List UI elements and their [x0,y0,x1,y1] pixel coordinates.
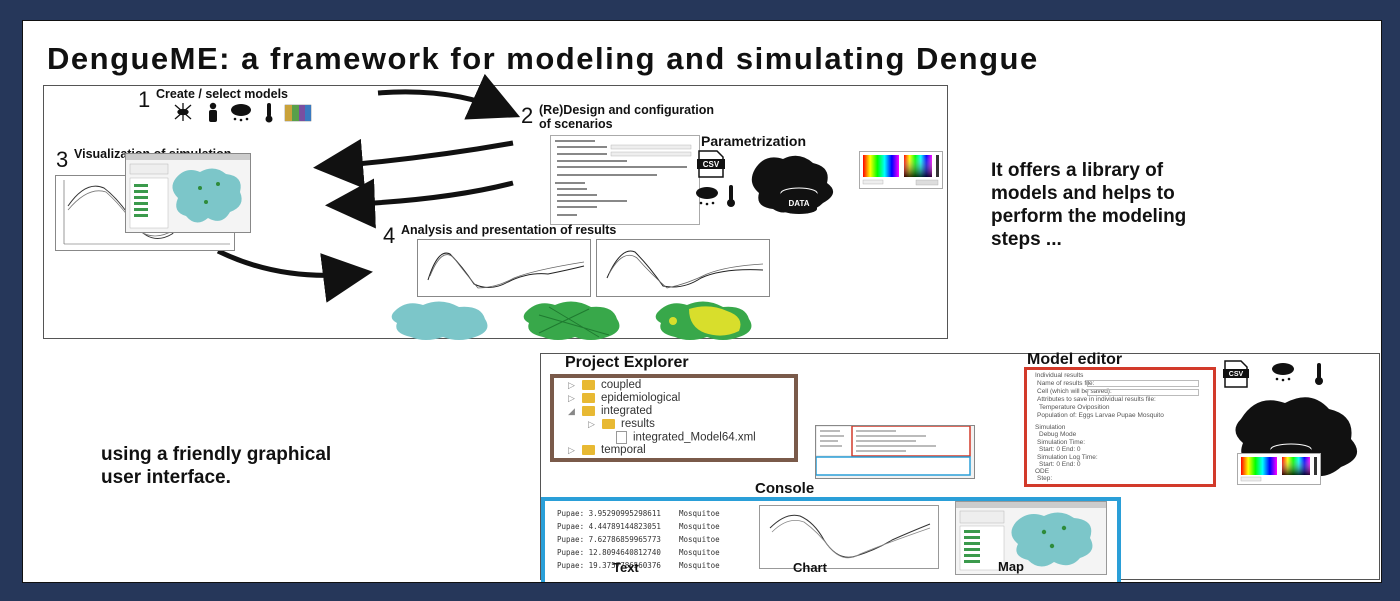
editor-field[interactable]: Step: [1037,475,1053,482]
step-1-number: 1 [138,87,151,112]
console-chart [759,505,939,569]
tree-item-coupled[interactable]: ▷coupled [568,379,642,391]
editor-field[interactable]: Debug Mode [1039,431,1077,438]
editor-field[interactable]: Population of: Eggs Larvae Pupae Mosquit… [1037,412,1164,419]
editor-field: Name of results file: [1037,380,1095,387]
console-line: Pupae: 4.44789144823051 [557,522,661,531]
folder-icon [582,379,595,390]
editor-field: ODE [1035,468,1050,475]
color-palette-widget [859,151,943,189]
console-title: Console [755,480,815,497]
csv-file-icon: CSV [1223,360,1249,388]
result-map-green [523,301,620,340]
editor-field: Individual results [1035,372,1084,379]
cell-input[interactable] [1087,389,1199,396]
app-window-thumbnail [815,425,975,479]
person-icon [209,102,217,122]
console-panel: Pupae: 3.95290995298611 Mosquitoe Pupae:… [541,497,1121,582]
editor-field[interactable]: Temperature Oviposition [1039,404,1110,411]
description-top: It offers a library of models and helps … [991,160,1187,250]
slide: DengueME: a framework for modeling and s… [22,20,1382,583]
step-1-label: Create / select models [156,87,289,101]
console-line-value: Mosquitoe [679,509,720,518]
console-line-value: Mosquitoe [679,535,720,544]
scenario-config-form-thumbnail [550,135,700,225]
console-map-window [955,501,1107,575]
arrow-3-to-4 [216,248,373,303]
step-4-label: Analysis and presentation of results [401,223,617,237]
thermometer-icon [1315,363,1323,385]
arrow-1-to-2 [377,73,521,120]
folder-icon [582,392,595,403]
mosquito-icon [174,103,192,121]
editor-field[interactable]: Start: 0 End: 0 [1039,446,1081,453]
cloud-rain-icon [696,187,718,206]
parametrization-label: Parametrization [701,133,807,149]
model-editor-title: Model editor [1027,351,1123,368]
project-explorer-title: Project Explorer [565,354,689,371]
results-file-input[interactable] [1087,380,1199,387]
step-2-number: 2 [521,103,534,128]
console-line-value: Mosquitoe [679,561,720,570]
console-line: Pupae: 12.8094640812740 [557,548,661,557]
result-map-cyan [391,301,488,340]
tree-item-results[interactable]: ▷results [588,418,655,430]
data-sources-icons: CSV DATA [696,150,834,214]
folder-icon [582,444,595,455]
editor-field: Simulation [1035,424,1066,431]
folder-icon [582,405,595,416]
tree-item-epidemiological[interactable]: ▷epidemiological [568,392,681,404]
result-chart-1 [417,239,591,297]
result-map-yellow [655,301,752,340]
svg-text:CSV: CSV [1229,371,1244,378]
tree-item-temporal[interactable]: ▷temporal [568,444,646,456]
console-panel-label-map: Map [998,559,1024,574]
svg-text:CSV: CSV [703,160,720,169]
gui-color-palette [1237,453,1321,485]
editor-field: Attributes to save in individual results… [1037,396,1156,403]
thermometer-icon [727,185,735,207]
editor-field: Cell (which will be saved): [1037,388,1112,395]
console-panel-label-text: Text [613,560,639,575]
csv-file-icon: CSV [697,150,725,178]
tree-item-model-file[interactable]: integrated_Model64.xml [602,431,756,444]
cloud-rain-icon [1272,363,1294,382]
slide-title: DengueME: a framework for modeling and s… [47,41,1039,76]
arrow-3-to-2 [325,178,514,229]
map-layers-icon [284,104,312,122]
result-chart-2 [596,239,770,297]
simulation-map-window-thumbnail [125,153,251,233]
project-explorer-panel: ▷coupled ▷epidemiological ◢integrated ▷r… [550,374,798,462]
database-icon: DATA [780,187,818,214]
editor-field: Simulation Time: [1037,439,1086,446]
step-4-number: 4 [383,223,396,248]
step-3-number: 3 [56,147,69,172]
editor-field: Simulation Log Time: [1037,454,1098,461]
editor-field[interactable]: Start: 0 End: 0 [1039,461,1081,468]
file-icon [616,431,627,444]
color-swatch-grid [863,155,899,177]
tree-item-integrated[interactable]: ◢integrated [568,405,653,417]
console-line-value: Mosquitoe [679,522,720,531]
console-line: Pupae: 7.62786859965773 [557,535,661,544]
console-line: Pupae: 19.3757786560376 [557,561,661,570]
folder-icon [602,418,615,429]
thermometer-icon [265,103,273,123]
description-bottom: using a friendly graphical user interfac… [101,444,332,488]
model-editor-panel: Individual results Name of results file:… [1024,367,1216,487]
step-2-label-line1: (Re)Design and configuration [539,103,714,117]
console-line: Pupae: 3.95290995298611 [557,509,661,518]
console-line-value: Mosquitoe [679,548,720,557]
console-panel-label-chart: Chart [793,560,827,575]
arrow-2-to-3 [313,138,514,189]
cloud-rain-icon [231,104,251,122]
svg-text:DATA: DATA [788,199,809,208]
step-2-label-line2: of scenarios [539,117,613,131]
model-type-icons [174,102,312,123]
result-maps [391,301,752,340]
